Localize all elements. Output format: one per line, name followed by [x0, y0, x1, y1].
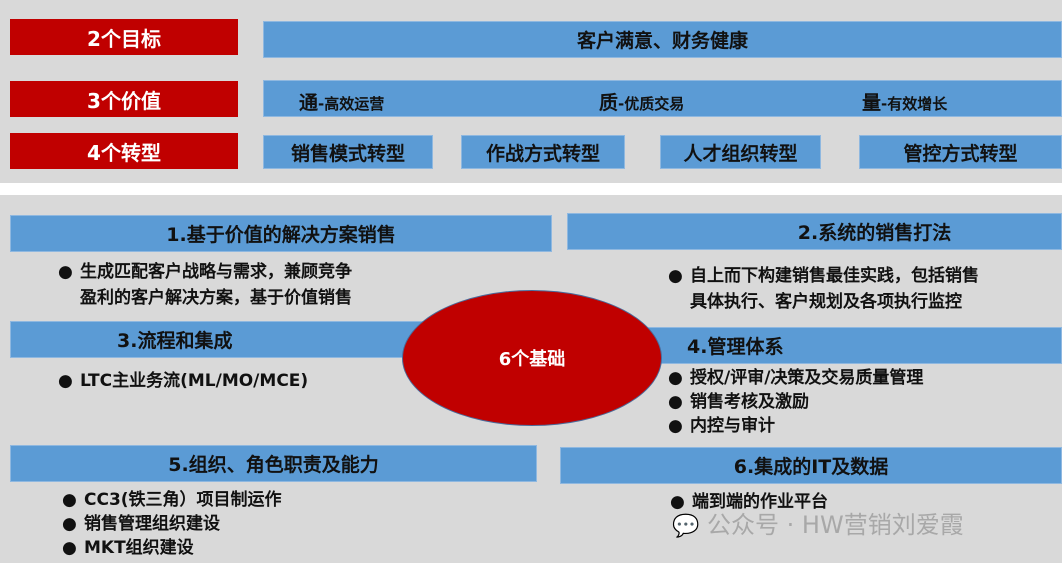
foundation-4-title: 4.管理体系 — [620, 327, 1062, 364]
value-item: 质-优质交易 — [599, 92, 685, 114]
goals-value: 客户满意、财务健康 — [263, 21, 1062, 58]
transform-item: 销售模式转型 — [263, 135, 433, 169]
goals-label: 2个目标 — [10, 19, 238, 55]
foundation-3-bullets: ●LTC主业务流(ML/MO/MCE) — [58, 371, 309, 391]
value-item: 量-有效增长 — [862, 92, 948, 114]
values-bar: 通-高效运营 质-优质交易 量-有效增长 — [263, 80, 1062, 117]
values-label: 3个价值 — [10, 81, 238, 117]
transforms-label: 4个转型 — [10, 133, 238, 169]
foundation-1-title: 1.基于价值的解决方案销售 — [10, 215, 552, 252]
foundation-1-bullets: ●生成匹配客户战略与需求，兼顾竞争 盈利的客户解决方案，基于价值销售 — [58, 262, 352, 308]
foundation-2-bullets: ●自上而下构建销售最佳实践，包括销售 具体执行、客户规划及各项执行监控 — [668, 266, 979, 312]
watermark: 💬 公众号 · HW营销刘爱霞 — [672, 511, 964, 539]
foundation-2-title: 2.系统的销售打法 — [567, 213, 1062, 250]
value-item: 通-高效运营 — [299, 92, 385, 114]
center-ellipse: 6个基础 — [402, 290, 662, 426]
foundation-4-bullets: ●授权/评审/决策及交易质量管理 ●销售考核及激励 ●内控与审计 — [668, 368, 924, 436]
foundation-6-bullets: ●端到端的作业平台 — [670, 492, 828, 512]
foundation-6-title: 6.集成的IT及数据 — [560, 447, 1062, 484]
foundation-5-bullets: ●CC3(铁三角）项目制运作 ●销售管理组织建设 ●MKT组织建设 — [62, 490, 282, 558]
transform-item: 人才组织转型 — [660, 135, 821, 169]
foundation-5-title: 5.组织、角色职责及能力 — [10, 445, 537, 482]
transform-item: 管控方式转型 — [859, 135, 1062, 169]
foundation-3-title: 3.流程和集成 — [10, 321, 430, 358]
transform-item: 作战方式转型 — [461, 135, 625, 169]
divider — [0, 183, 1062, 195]
wechat-icon: 💬 — [672, 514, 700, 539]
